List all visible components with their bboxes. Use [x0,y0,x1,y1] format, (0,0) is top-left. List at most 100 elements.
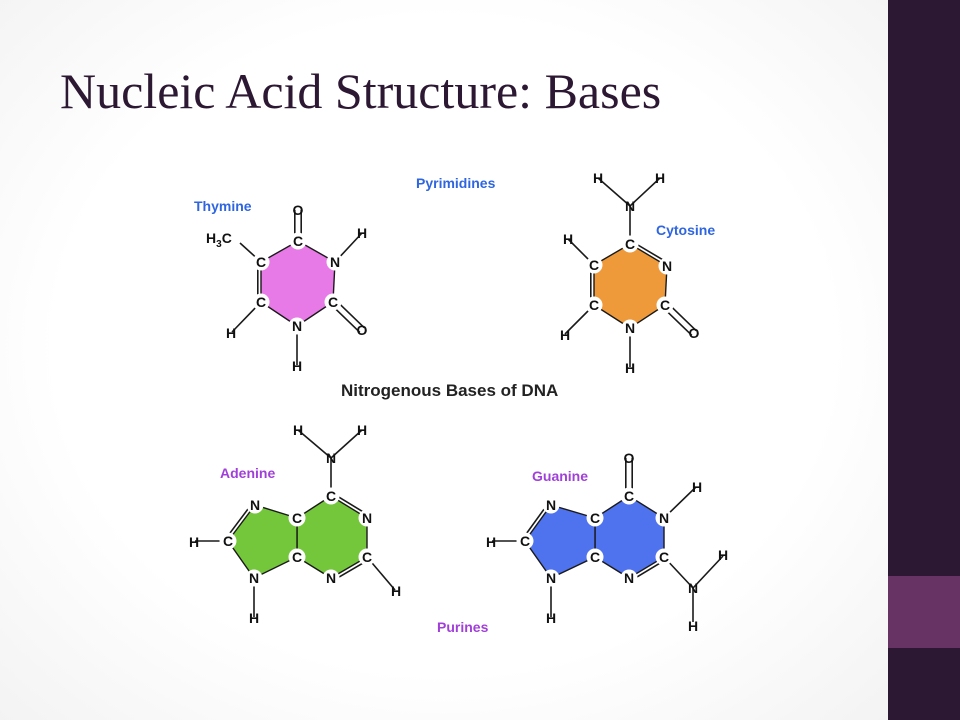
adenine-c5-halo [288,509,306,527]
cytosine-h-c6: H [560,327,570,343]
guanine-n7: N [546,497,556,513]
guanine-n9: N [546,570,556,586]
guanine-nh-upper [692,555,724,589]
adenine-n9-halo [245,569,263,587]
adenine-c5: C [292,510,302,526]
adenine-n1: N [362,510,372,526]
adenine-h-c2: H [391,583,401,599]
adenine-h-n9: H [249,610,259,626]
thymine-n1-halo [288,317,306,335]
adenine-n1-halo [358,509,376,527]
cytosine-c2: C [660,297,670,313]
cytosine-h-n1: H [625,360,635,376]
guanine-h-n9: H [546,610,556,626]
cytosine-label: Cytosine [656,222,715,238]
thymine-h-n1: H [292,358,302,374]
adenine-h-c8: H [189,534,199,550]
cytosine-c2-halo [656,296,674,314]
thymine-o-top: O [293,202,304,218]
guanine-h-n1: H [692,479,702,495]
guanine-c2: C [659,549,669,565]
slide-title: Nucleic Acid Structure: Bases [60,63,662,119]
guanine-c6: C [624,488,634,504]
thymine-n3: N [330,254,340,270]
adenine-c2-halo [358,548,376,566]
guanine-c5: C [590,510,600,526]
adenine-c6-halo [322,487,340,505]
guanine-label: Guanine [532,468,588,484]
thymine-ring [260,240,336,327]
cytosine-n3: N [662,258,672,274]
guanine-c8-halo [516,532,534,550]
guanine-n3-halo [620,569,638,587]
side-accent-block [888,576,960,648]
adenine-h-amine-right: H [357,422,367,438]
guanine-h-amine-upper: H [718,547,728,563]
thymine-c2-halo [324,293,342,311]
guanine-n1: N [659,510,669,526]
guanine-n3: N [624,570,634,586]
cytosine-c6: C [589,297,599,313]
thymine-methyl-label: H3C [206,230,232,250]
cytosine-n1: N [625,320,635,336]
adenine-label: Adenine [220,465,275,481]
thymine-o-right: O [357,322,368,338]
guanine-c4: C [590,549,600,565]
cytosine-o: O [689,325,700,341]
diagram-caption: Nitrogenous Bases of DNA [341,381,558,400]
guanine-o: O [624,450,635,466]
thymine-h-c6: H [226,325,236,341]
thymine-n1: N [292,318,302,334]
guanine-c2-halo [655,548,673,566]
cytosine-c5-halo [585,256,603,274]
guanine-n7-halo [542,496,560,514]
thymine-c4-halo [289,232,307,250]
adenine-amine-n: N [326,450,336,466]
cytosine-nh-left [597,177,631,207]
pyrimidines-label: Pyrimidines [416,175,496,191]
cytosine-c4-halo [621,235,639,253]
cytosine-nh-right [629,177,661,207]
thymine-c5-halo [252,253,270,271]
adenine-c2: C [362,549,372,565]
adenine-five-ring [227,504,298,579]
thymine-c5: C [256,254,266,270]
guanine-h-c8: H [486,534,496,550]
adenine-n3: N [326,570,336,586]
adenine-n9: N [249,570,259,586]
guanine-c6-halo [620,487,638,505]
guanine-n9-halo [542,569,560,587]
cytosine-c6-halo [585,296,603,314]
cytosine-c5: C [589,257,599,273]
adenine-c4-halo [288,548,306,566]
adenine-c8: C [223,533,233,549]
adenine-c6: C [326,488,336,504]
purines-label: Purines [437,619,489,635]
thymine-c2: C [328,294,338,310]
thymine-label: Thymine [194,198,252,214]
thymine-n3-halo [326,253,344,271]
adenine-c4: C [292,549,302,565]
guanine-five-ring [524,504,596,579]
thymine-c6: C [256,294,266,310]
adenine-n3-halo [322,569,340,587]
slide-background [0,0,888,720]
adenine-h-amine-left: H [293,422,303,438]
guanine-amine-n: N [688,580,698,596]
cytosine-h-amine-right: H [655,170,665,186]
thymine-h-n3: H [357,225,367,241]
ring-layer [227,240,668,579]
cytosine-c4: C [625,236,635,252]
cytosine-n1-halo [621,319,639,337]
guanine-n1-halo [655,509,673,527]
guanine-h-amine-lower: H [688,618,698,634]
guanine-c5-halo [586,509,604,527]
adenine-n7: N [250,497,260,513]
cytosine-h-amine-left: H [593,170,603,186]
thymine-c4: C [293,233,303,249]
cytosine-amine-n: N [625,198,635,214]
cytosine-n3-halo [658,257,676,275]
adenine-n7-halo [246,496,264,514]
